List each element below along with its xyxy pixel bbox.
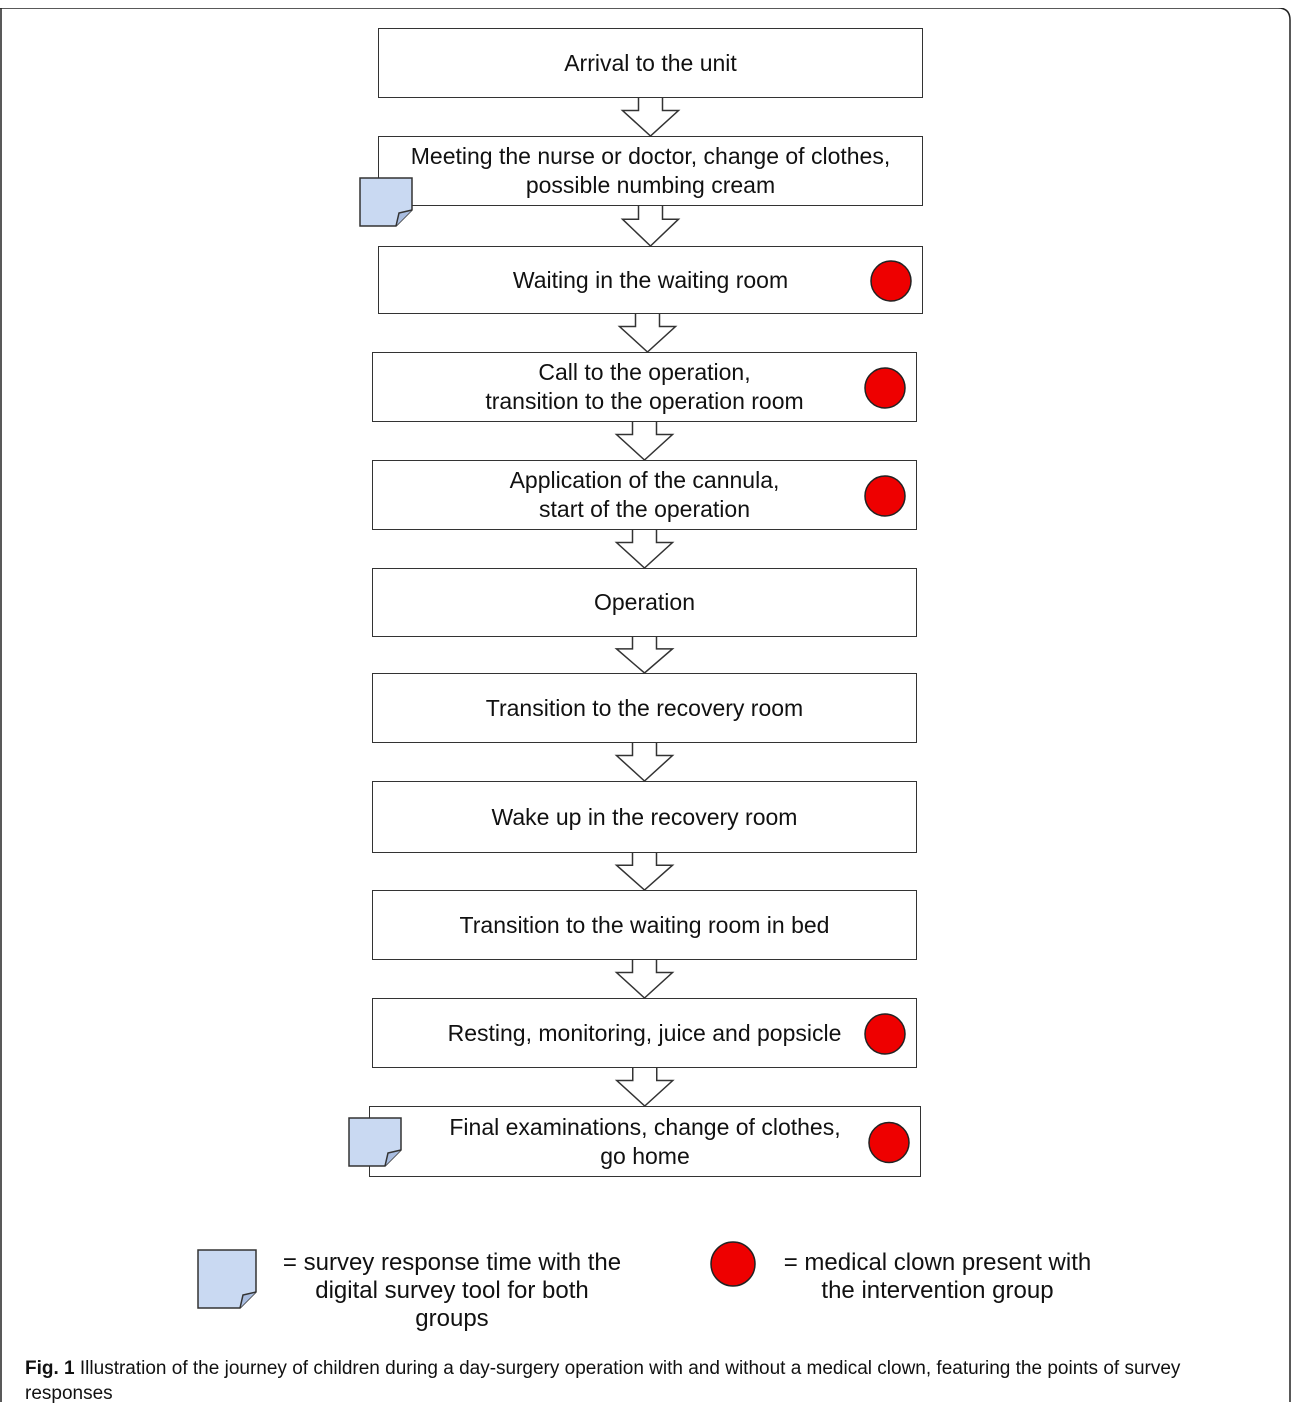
step-box: Transition to the recovery room bbox=[372, 673, 917, 743]
step-label: Waiting in the waiting room bbox=[512, 266, 789, 293]
step-box: Meeting the nurse or doctor, change of c… bbox=[378, 136, 923, 206]
step-box: Resting, monitoring, juice and popsicle bbox=[372, 998, 917, 1068]
step-box: Final examinations, change of clothes, g… bbox=[369, 1106, 921, 1177]
step-box: Operation bbox=[372, 568, 917, 637]
figure-border bbox=[0, 8, 1291, 1402]
step-label: Arrival to the unit bbox=[564, 49, 737, 76]
step-label: Meeting the nurse or doctor, change of c… bbox=[410, 143, 891, 198]
step-label: Transition to the waiting room in bed bbox=[459, 911, 830, 938]
step-label: Resting, monitoring, juice and popsicle bbox=[447, 1019, 842, 1046]
step-box: Transition to the waiting room in bed bbox=[372, 890, 917, 960]
figure-frame bbox=[0, 8, 1292, 1402]
step-label: Wake up in the recovery room bbox=[491, 803, 798, 830]
legend-clown-label: = medical clown present with the interve… bbox=[783, 1249, 1092, 1304]
step-box: Waiting in the waiting room bbox=[378, 246, 923, 314]
caption-text: Illustration of the journey of children … bbox=[25, 1358, 1181, 1404]
step-label: Final examinations, change of clothes, g… bbox=[449, 1113, 841, 1169]
legend-survey-label: = survey response time with the digital … bbox=[282, 1249, 622, 1332]
step-box: Call to the operation, transition to the… bbox=[372, 352, 917, 422]
step-box: Arrival to the unit bbox=[378, 28, 923, 98]
step-label: Operation bbox=[593, 589, 695, 615]
step-box: Application of the cannula, start of the… bbox=[372, 460, 917, 530]
figure-caption: Fig. 1 Illustration of the journey of ch… bbox=[25, 1356, 1255, 1406]
caption-label: Fig. 1 bbox=[25, 1358, 75, 1379]
step-label: Transition to the recovery room bbox=[485, 694, 804, 721]
step-label: Application of the cannula, start of the… bbox=[509, 467, 780, 522]
step-label: Call to the operation, transition to the… bbox=[485, 359, 804, 414]
step-box: Wake up in the recovery room bbox=[372, 781, 917, 853]
